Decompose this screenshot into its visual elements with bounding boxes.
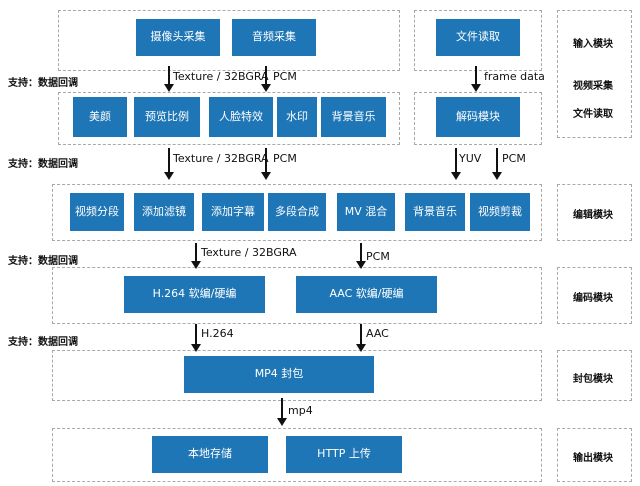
mux-region (52, 350, 542, 401)
edge-label-yuv: YUV (459, 152, 482, 165)
input-module-label: 输入模块 (573, 39, 613, 50)
multi-merge-box: 多段合成 (268, 193, 326, 231)
file-input-region (414, 10, 542, 71)
edit-module-label: 编辑模块 (573, 210, 613, 221)
encode-region (52, 267, 542, 324)
mv-mix-box: MV 混合 (337, 193, 395, 231)
watermark-box: 水印 (277, 97, 317, 137)
mux-module-label: 封包模块 (573, 374, 613, 385)
video-trim-box: 视频剪裁 (470, 193, 530, 231)
file-read-side-label: 文件读取 (573, 109, 613, 120)
h264-encode-box: H.264 软编/硬编 (124, 276, 265, 313)
beauty-box: 美颜 (73, 97, 127, 137)
edge-label-pcm-3: PCM (502, 152, 526, 165)
edge-label-texture-1: Texture / 32BGRA (173, 70, 269, 83)
audio-capture-box: 音频采集 (232, 19, 316, 56)
edit-module-label-region (557, 184, 632, 241)
add-filter-box: 添加滤镜 (134, 193, 194, 231)
mp4-mux-box: MP4 封包 (184, 356, 374, 393)
edge-label-pcm-1: PCM (273, 70, 297, 83)
input-module-label-region (557, 10, 632, 138)
output-region (52, 428, 542, 482)
file-read-box: 文件读取 (436, 19, 520, 56)
edit-region (52, 184, 542, 241)
bgm-box-2: 背景音乐 (405, 193, 465, 231)
bgm-box-1: 背景音乐 (321, 97, 386, 137)
edge-label-mp4: mp4 (288, 404, 313, 417)
edge-label-aac: AAC (366, 327, 389, 340)
http-upload-box: HTTP 上传 (286, 436, 402, 473)
edge-label-texture-3: Texture / 32BGRA (201, 246, 297, 259)
edge-label-pcm-2: PCM (273, 152, 297, 165)
output-module-label: 输出模块 (573, 453, 613, 464)
edge-label-pcm-4: PCM (366, 250, 390, 263)
edge-label-frame-data: frame data (484, 70, 545, 83)
support-data-callback-label-4: 支持：数据回调 (8, 337, 78, 348)
video-segment-box: 视频分段 (70, 193, 124, 231)
add-subtitle-box: 添加字幕 (202, 193, 264, 231)
support-data-callback-label-2: 支持：数据回调 (8, 159, 78, 170)
decode-box: 解码模块 (436, 97, 520, 137)
preview-ratio-box: 预览比例 (134, 97, 200, 137)
capture-region (58, 10, 400, 71)
decode-region (414, 92, 542, 145)
encode-module-label-region (557, 267, 632, 324)
edge-label-h264: H.264 (201, 327, 234, 340)
preprocess-region (58, 92, 400, 145)
edge-label-texture-2: Texture / 32BGRA (173, 152, 269, 165)
output-module-label-region (557, 428, 632, 482)
local-storage-box: 本地存储 (152, 436, 268, 473)
camera-capture-box: 摄像头采集 (136, 19, 220, 56)
encode-module-label: 编码模块 (573, 293, 613, 304)
video-capture-side-label: 视频采集 (573, 81, 613, 92)
support-data-callback-label-1: 支持：数据回调 (8, 78, 78, 89)
aac-encode-box: AAC 软编/硬编 (296, 276, 437, 313)
mux-module-label-region (557, 350, 632, 401)
support-data-callback-label-3: 支持：数据回调 (8, 256, 78, 267)
face-effect-box: 人脸特效 (209, 97, 273, 137)
